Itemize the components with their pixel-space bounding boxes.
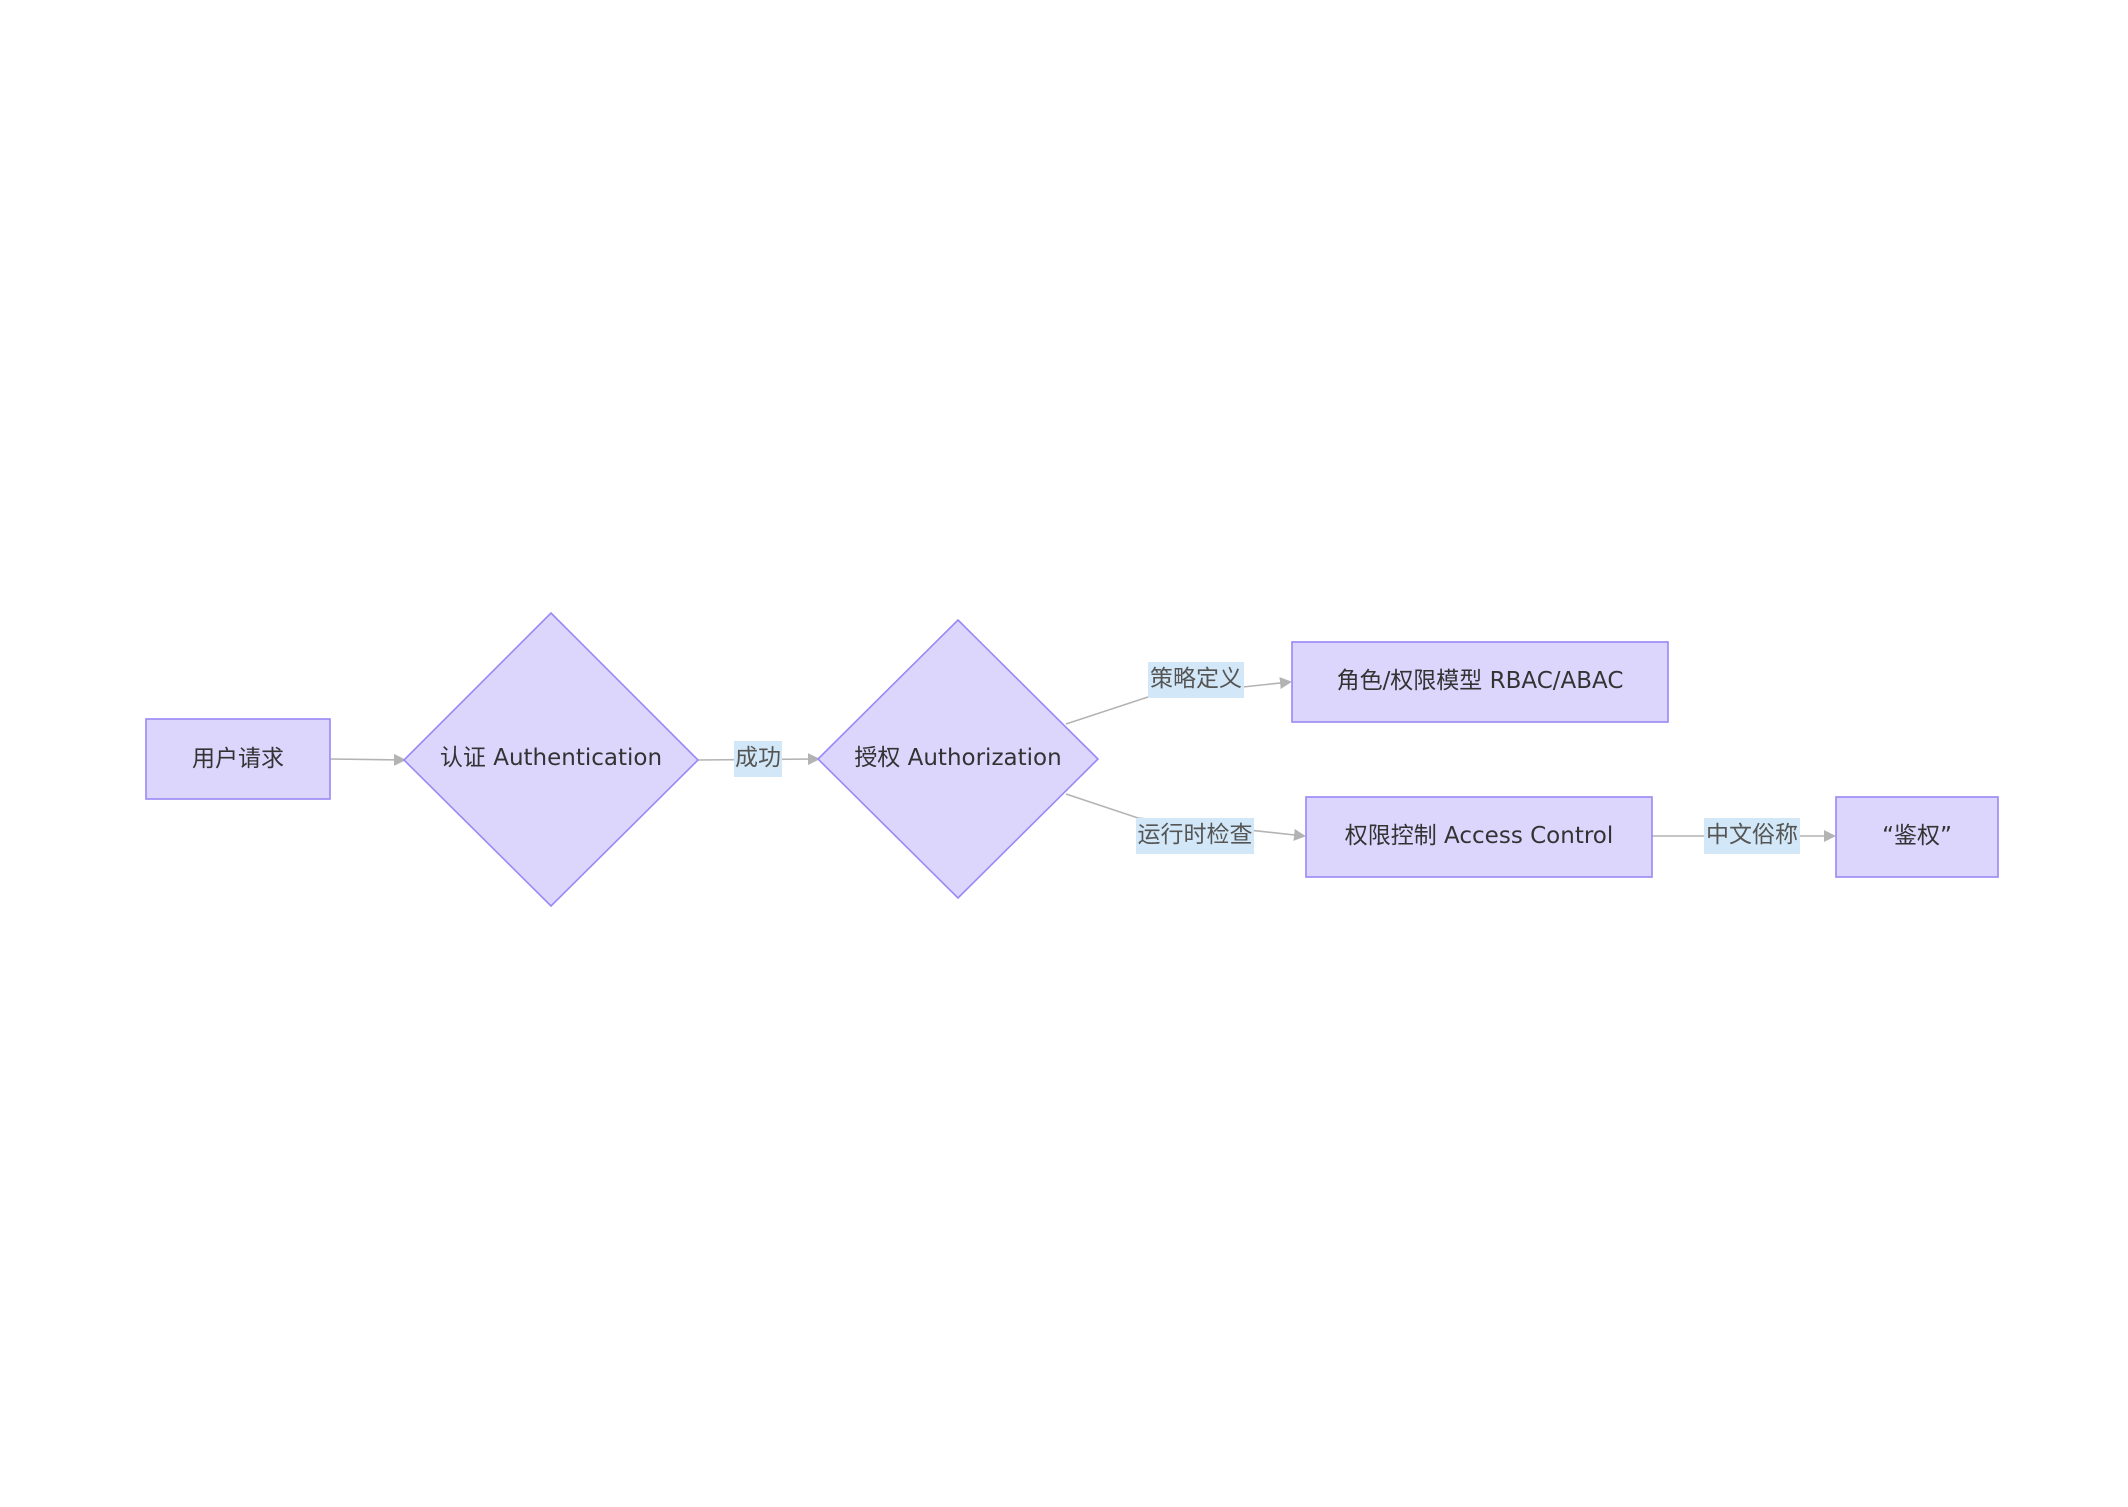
edge-label-chinese-colloquial-bg xyxy=(1704,818,1800,854)
edge-label-success: 成功 xyxy=(734,741,782,777)
node-role-model[interactable]: 角色/权限模型 RBAC/ABAC xyxy=(1291,641,1669,723)
edge-request-to-authentication xyxy=(329,753,406,766)
edge-label-runtime-check: 运行时检查 xyxy=(1136,818,1254,854)
node-jianquan-box xyxy=(1835,796,1999,878)
edge-label-chinese-colloquial: 中文俗称 xyxy=(1704,818,1800,854)
node-authentication-label: 认证 Authentication xyxy=(440,745,662,771)
edge-label-policy-definition-text: 策略定义 xyxy=(1150,666,1242,692)
node-authorization-label: 授权 Authorization xyxy=(854,745,1061,771)
edge-label-policy-definition: 策略定义 xyxy=(1148,662,1244,698)
node-authorization[interactable]: 授权 Authorization xyxy=(816,618,1100,900)
edge-label-runtime-check-bg xyxy=(1136,818,1254,854)
node-role-model-box xyxy=(1291,641,1669,723)
node-user-request-label: 用户请求 xyxy=(192,746,284,772)
edge-label-success-text: 成功 xyxy=(735,745,781,771)
node-user-request[interactable]: 用户请求 xyxy=(145,718,331,800)
node-role-model-label: 角色/权限模型 RBAC/ABAC xyxy=(1337,668,1624,694)
node-access-control-label: 权限控制 Access Control xyxy=(1345,823,1614,849)
node-authentication-diamond xyxy=(402,611,700,908)
edge-labels: 成功 策略定义 运行时检查 中文俗称 xyxy=(734,662,1800,854)
node-authentication[interactable]: 认证 Authentication xyxy=(402,611,700,908)
node-jianquan[interactable]: “鉴权” xyxy=(1835,796,1999,878)
nodes: 用户请求 认证 Authentication 授权 Authorization … xyxy=(145,611,1999,908)
node-access-control-box xyxy=(1305,796,1653,878)
node-jianquan-label: “鉴权” xyxy=(1882,823,1952,849)
node-access-control[interactable]: 权限控制 Access Control xyxy=(1305,796,1653,878)
node-user-request-box xyxy=(145,718,331,800)
edge-label-chinese-colloquial-text: 中文俗称 xyxy=(1706,822,1798,848)
node-authorization-diamond xyxy=(816,618,1100,900)
edge-label-success-bg xyxy=(734,741,782,777)
edge-label-runtime-check-text: 运行时检查 xyxy=(1138,822,1253,848)
edge-label-policy-definition-bg xyxy=(1148,662,1244,698)
